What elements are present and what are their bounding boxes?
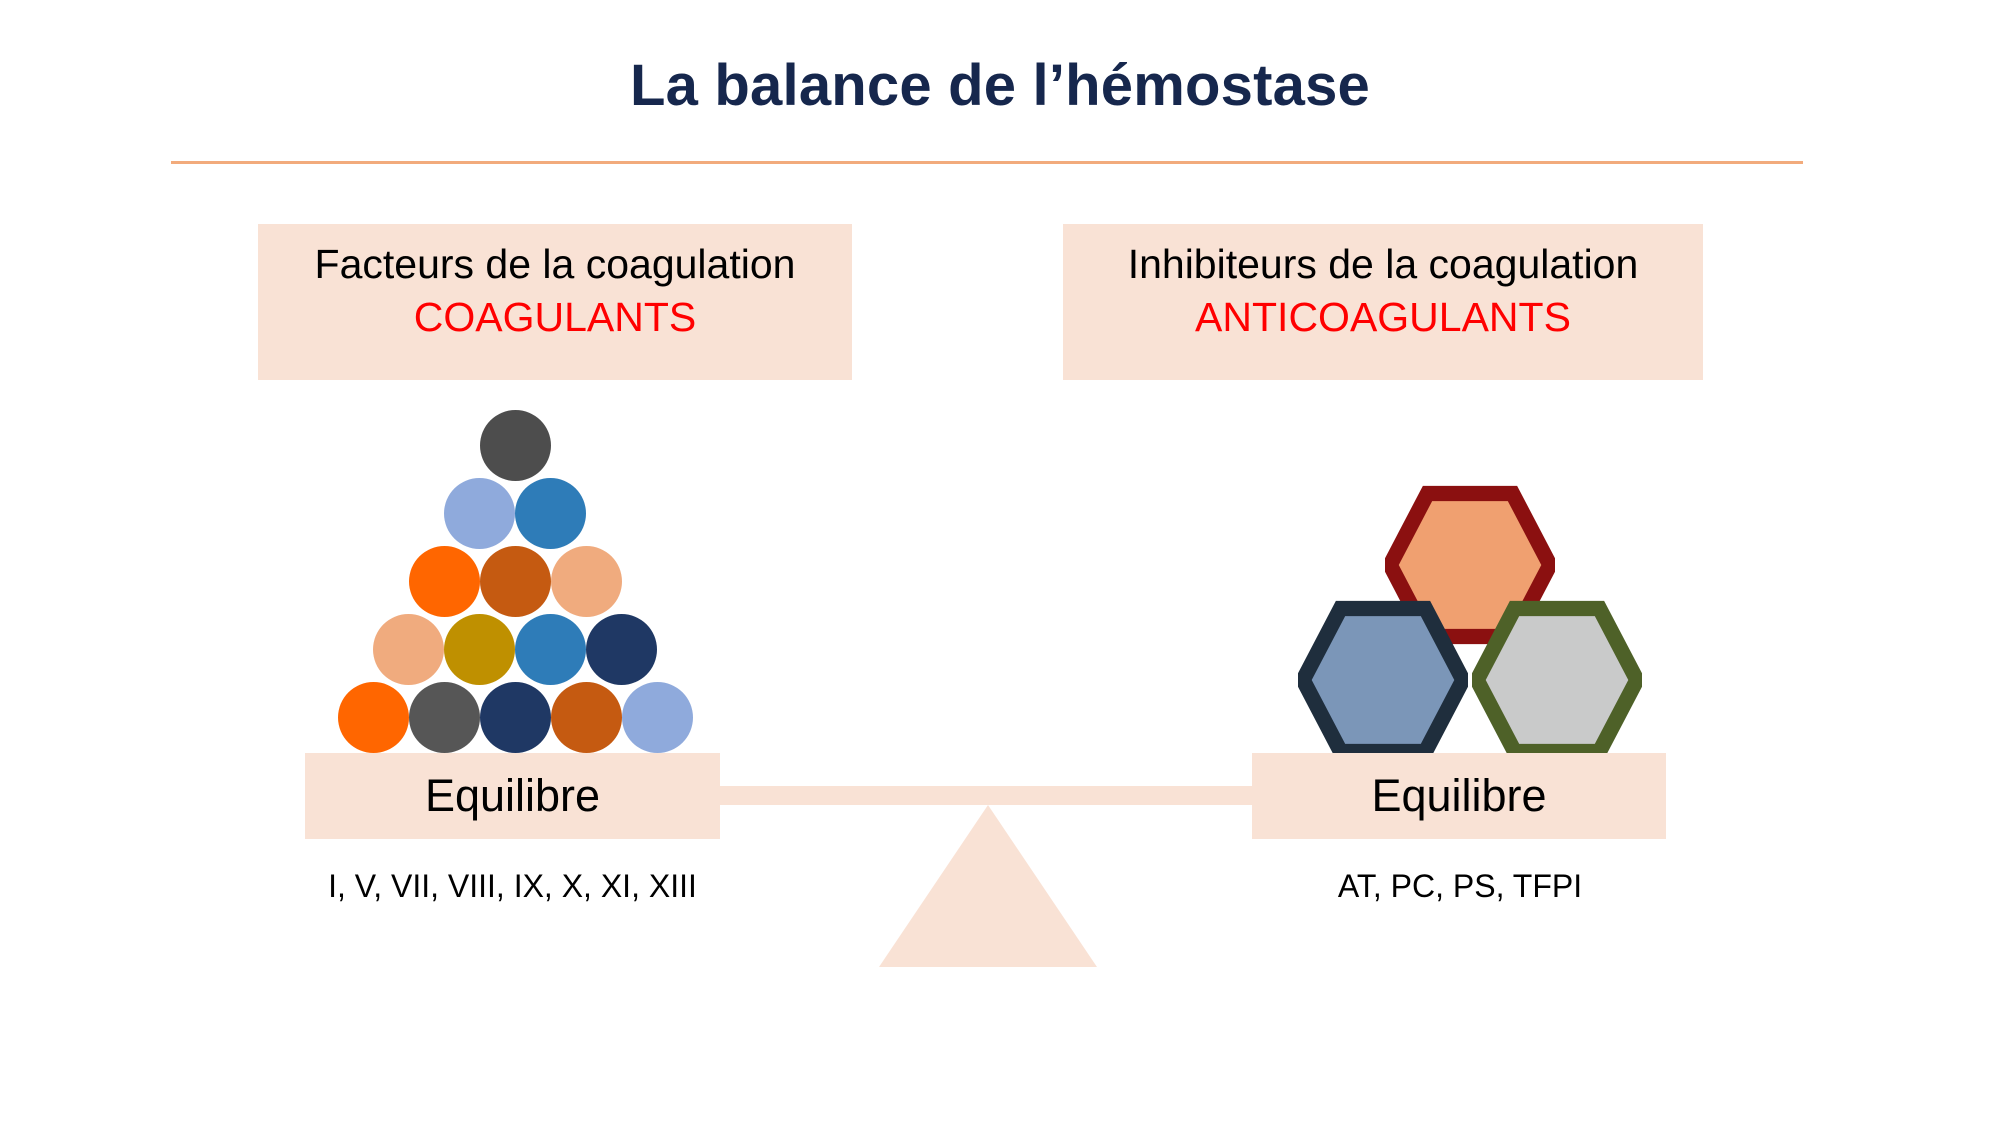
anticoagulants-caption-highlight: ANTICOAGULANTS	[1195, 294, 1571, 341]
anticoagulants-caption-title: Inhibiteurs de la coagulation	[1127, 241, 1639, 287]
coagulation-factor-circle	[586, 614, 657, 685]
title-divider-rule	[171, 161, 1803, 164]
balance-beam	[700, 786, 1300, 805]
pyramid-row	[330, 546, 700, 618]
coagulation-factor-circle	[337, 682, 409, 753]
coagulation-factor-circle	[550, 682, 622, 753]
anticoagulant-hexagon-cluster	[1290, 485, 1650, 760]
pyramid-row	[330, 410, 700, 482]
coagulation-factor-circle	[550, 546, 622, 617]
right-pan-label: Equilibre	[1371, 770, 1547, 821]
coagulation-factor-circle	[515, 614, 586, 685]
anticoagulants-caption-box: Inhibiteurs de la coagulation ANTICOAGUL…	[1063, 224, 1703, 380]
coagulation-factor-circle	[373, 614, 444, 685]
page-title: La balance de l’hémostase	[630, 53, 1370, 118]
coagulation-inhibitor-hexagon	[1298, 600, 1468, 760]
coagulation-factor-circle	[408, 682, 480, 753]
coagulant-circle-pyramid	[330, 410, 700, 760]
left-balance-pan: Equilibre	[305, 753, 720, 839]
coagulation-factor-circle	[408, 546, 480, 617]
coagulants-caption-highlight: COAGULANTS	[413, 294, 697, 341]
balance-fulcrum-triangle	[879, 805, 1097, 967]
pyramid-row	[330, 478, 700, 550]
coagulation-factor-circle	[444, 478, 515, 549]
coagulant-factor-list: I, V, VII, VIII, IX, X, XI, XIII	[328, 868, 697, 904]
coagulants-caption-box: Facteurs de la coagulation COAGULANTS	[258, 224, 852, 380]
coagulation-factor-circle	[515, 478, 586, 549]
right-balance-pan: Equilibre	[1252, 753, 1666, 839]
coagulation-factor-circle	[479, 546, 551, 617]
coagulation-factor-circle	[479, 410, 551, 481]
coagulation-inhibitor-hexagon	[1472, 600, 1642, 760]
coagulation-factor-circle	[444, 614, 515, 685]
pyramid-row	[330, 614, 700, 686]
coagulants-caption-title: Facteurs de la coagulation	[314, 241, 796, 287]
coagulation-factor-circle	[621, 682, 693, 753]
left-pan-label: Equilibre	[424, 770, 601, 821]
anticoagulant-inhibitor-list: AT, PC, PS, TFPI	[1337, 868, 1583, 904]
pyramid-row	[330, 682, 700, 754]
coagulation-factor-circle	[479, 682, 551, 753]
